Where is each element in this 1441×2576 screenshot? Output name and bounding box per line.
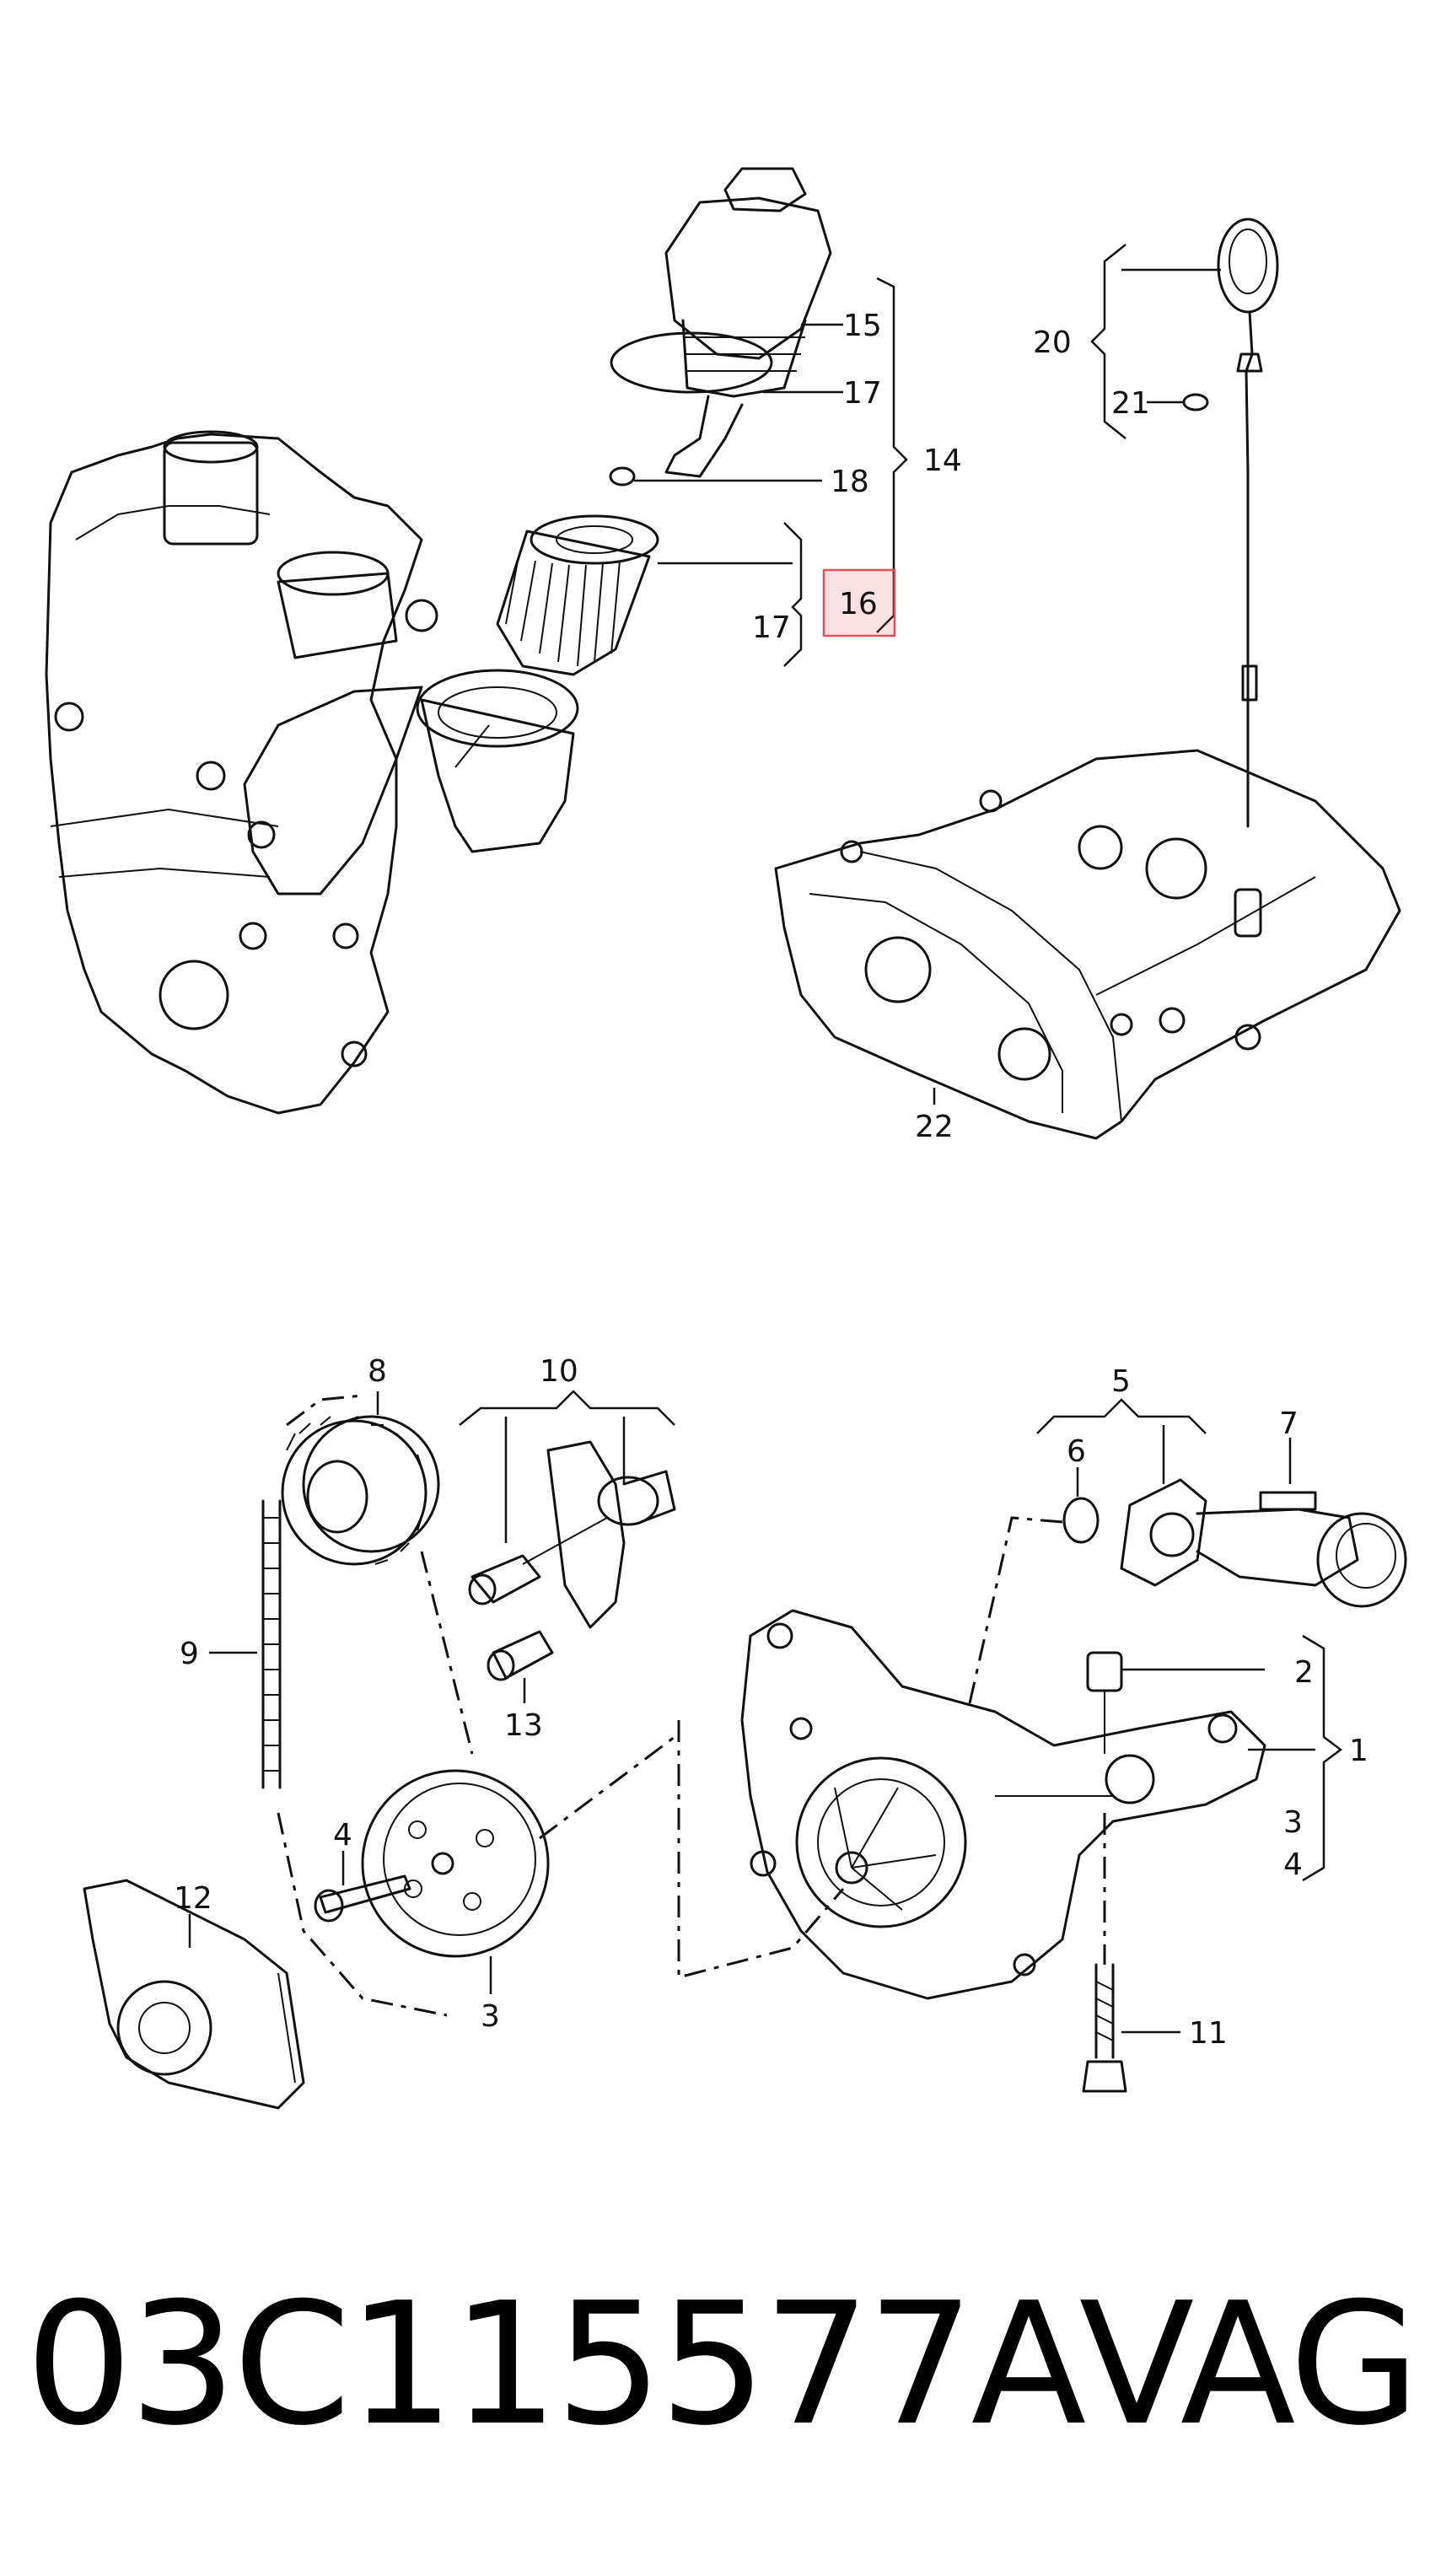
oil-pump-housing xyxy=(740,1609,1266,2000)
callout-2[interactable]: 2 xyxy=(1294,1655,1314,1690)
chain-sprocket-upper xyxy=(281,1415,440,1566)
callout-13[interactable]: 13 xyxy=(504,1708,543,1743)
pump-sprocket xyxy=(361,1720,845,1979)
engine-block xyxy=(45,430,579,1115)
callout-7[interactable]: 7 xyxy=(1279,1406,1299,1441)
oil-filter-cap xyxy=(664,167,832,478)
o-ring-large xyxy=(610,331,773,394)
pickup-o-ring xyxy=(1062,1497,1100,1544)
callout-1[interactable]: 1 xyxy=(1349,1734,1368,1768)
pump-bolt-short xyxy=(1086,1651,1123,1754)
callout-14[interactable]: 14 xyxy=(923,444,962,478)
dash-pickup-to-pump xyxy=(968,1516,1063,1704)
callout-3-right[interactable]: 3 xyxy=(1283,1805,1303,1840)
part-number: 03C115577A xyxy=(25,2267,1086,2463)
pump-bolt-long xyxy=(1082,1813,1127,2093)
brace-10 xyxy=(459,1390,675,1426)
callout-10[interactable]: 10 xyxy=(540,1354,578,1389)
footer-caption: 03C115577A VAG xyxy=(25,2267,1420,2463)
pickup-pipe xyxy=(1120,1478,1407,1608)
callout-18[interactable]: 18 xyxy=(831,465,869,499)
brace-5 xyxy=(1036,1398,1207,1434)
sprocket-bolt xyxy=(314,1874,411,1923)
callout-4-left[interactable]: 4 xyxy=(333,1818,352,1853)
brace-20 xyxy=(1090,244,1126,439)
callout-5[interactable]: 5 xyxy=(1111,1364,1131,1399)
chain-cover xyxy=(83,1879,305,2110)
highlight-box-16 xyxy=(822,568,896,637)
callout-4-right[interactable]: 4 xyxy=(1283,1847,1303,1882)
drive-chain xyxy=(261,1394,474,2017)
callout-17-lower[interactable]: 17 xyxy=(752,610,791,645)
pickup-bolt xyxy=(1259,1491,1317,1511)
brace-16-17 xyxy=(783,522,803,667)
callout-12[interactable]: 12 xyxy=(174,1881,212,1916)
callout-16[interactable]: 16 xyxy=(839,587,878,621)
chain-tensioner xyxy=(468,1440,676,1629)
oil-filter-element xyxy=(496,514,659,676)
callout-8[interactable]: 8 xyxy=(368,1354,387,1389)
o-ring-small xyxy=(609,466,636,487)
dipstick-washer xyxy=(1182,393,1209,411)
brace-1 xyxy=(1302,1634,1343,1882)
callout-6[interactable]: 6 xyxy=(1067,1434,1086,1469)
tensioner-bolt xyxy=(487,1630,554,1681)
callout-17-upper[interactable]: 17 xyxy=(843,376,882,411)
callout-3-left[interactable]: 3 xyxy=(481,1999,500,2034)
callout-15[interactable]: 15 xyxy=(843,309,882,343)
callout-20[interactable]: 20 xyxy=(1033,325,1072,360)
brand-name: VAG xyxy=(1078,2267,1420,2463)
valve-cover xyxy=(774,749,1401,1140)
callout-9[interactable]: 9 xyxy=(180,1637,199,1671)
dipstick xyxy=(1217,218,1279,828)
callout-11[interactable]: 11 xyxy=(1189,2016,1228,2051)
callout-21[interactable]: 21 xyxy=(1111,386,1150,421)
callout-22[interactable]: 22 xyxy=(915,1110,954,1144)
